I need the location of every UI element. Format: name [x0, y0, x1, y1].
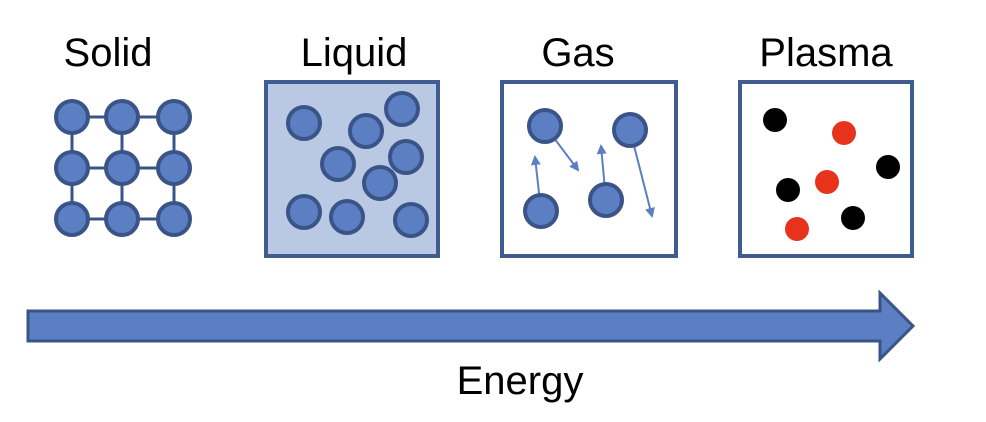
liquid-label: Liquid	[301, 31, 408, 75]
solid-lattice	[54, 99, 192, 237]
energy-arrow	[26, 289, 916, 363]
gas-particle	[612, 112, 648, 148]
gas-container	[500, 80, 678, 258]
liquid-particle	[384, 91, 420, 127]
energy-label: Energy	[457, 359, 584, 403]
liquid-particle	[286, 194, 322, 230]
gas-box	[500, 80, 678, 258]
plasma-electron	[876, 155, 900, 179]
plasma-ion	[815, 170, 839, 194]
liquid-particle	[388, 139, 424, 175]
liquid-particle	[320, 146, 356, 182]
solid-particle	[54, 201, 90, 237]
solid-particle	[104, 150, 140, 186]
plasma-electron	[776, 178, 800, 202]
plasma-container	[738, 80, 914, 258]
plasma-particles	[763, 108, 900, 241]
gas-label: Gas	[541, 31, 614, 75]
liquid-container	[264, 80, 440, 258]
gas-particle	[588, 182, 624, 218]
solid-particle	[156, 201, 192, 237]
liquid-particle	[393, 202, 429, 238]
plasma-electron	[841, 206, 865, 230]
solid-particle	[54, 150, 90, 186]
liquid-particle	[362, 165, 398, 201]
gas-particle	[523, 193, 559, 229]
liquid-particles	[286, 91, 429, 238]
liquid-particle	[348, 113, 384, 149]
plasma-electron	[763, 108, 787, 132]
solid-particle	[54, 99, 90, 135]
solid-label: Solid	[64, 31, 153, 75]
solid-particles	[54, 99, 192, 237]
solid-particle	[156, 99, 192, 135]
plasma-label: Plasma	[759, 31, 893, 75]
gas-particles	[523, 108, 648, 229]
solid-particle	[104, 201, 140, 237]
plasma-ion	[832, 121, 856, 145]
solid-particle	[156, 150, 192, 186]
liquid-particle	[286, 105, 322, 141]
plasma-ion	[785, 217, 809, 241]
liquid-particle	[329, 199, 365, 235]
solid-particle	[104, 99, 140, 135]
gas-particle	[527, 108, 563, 144]
